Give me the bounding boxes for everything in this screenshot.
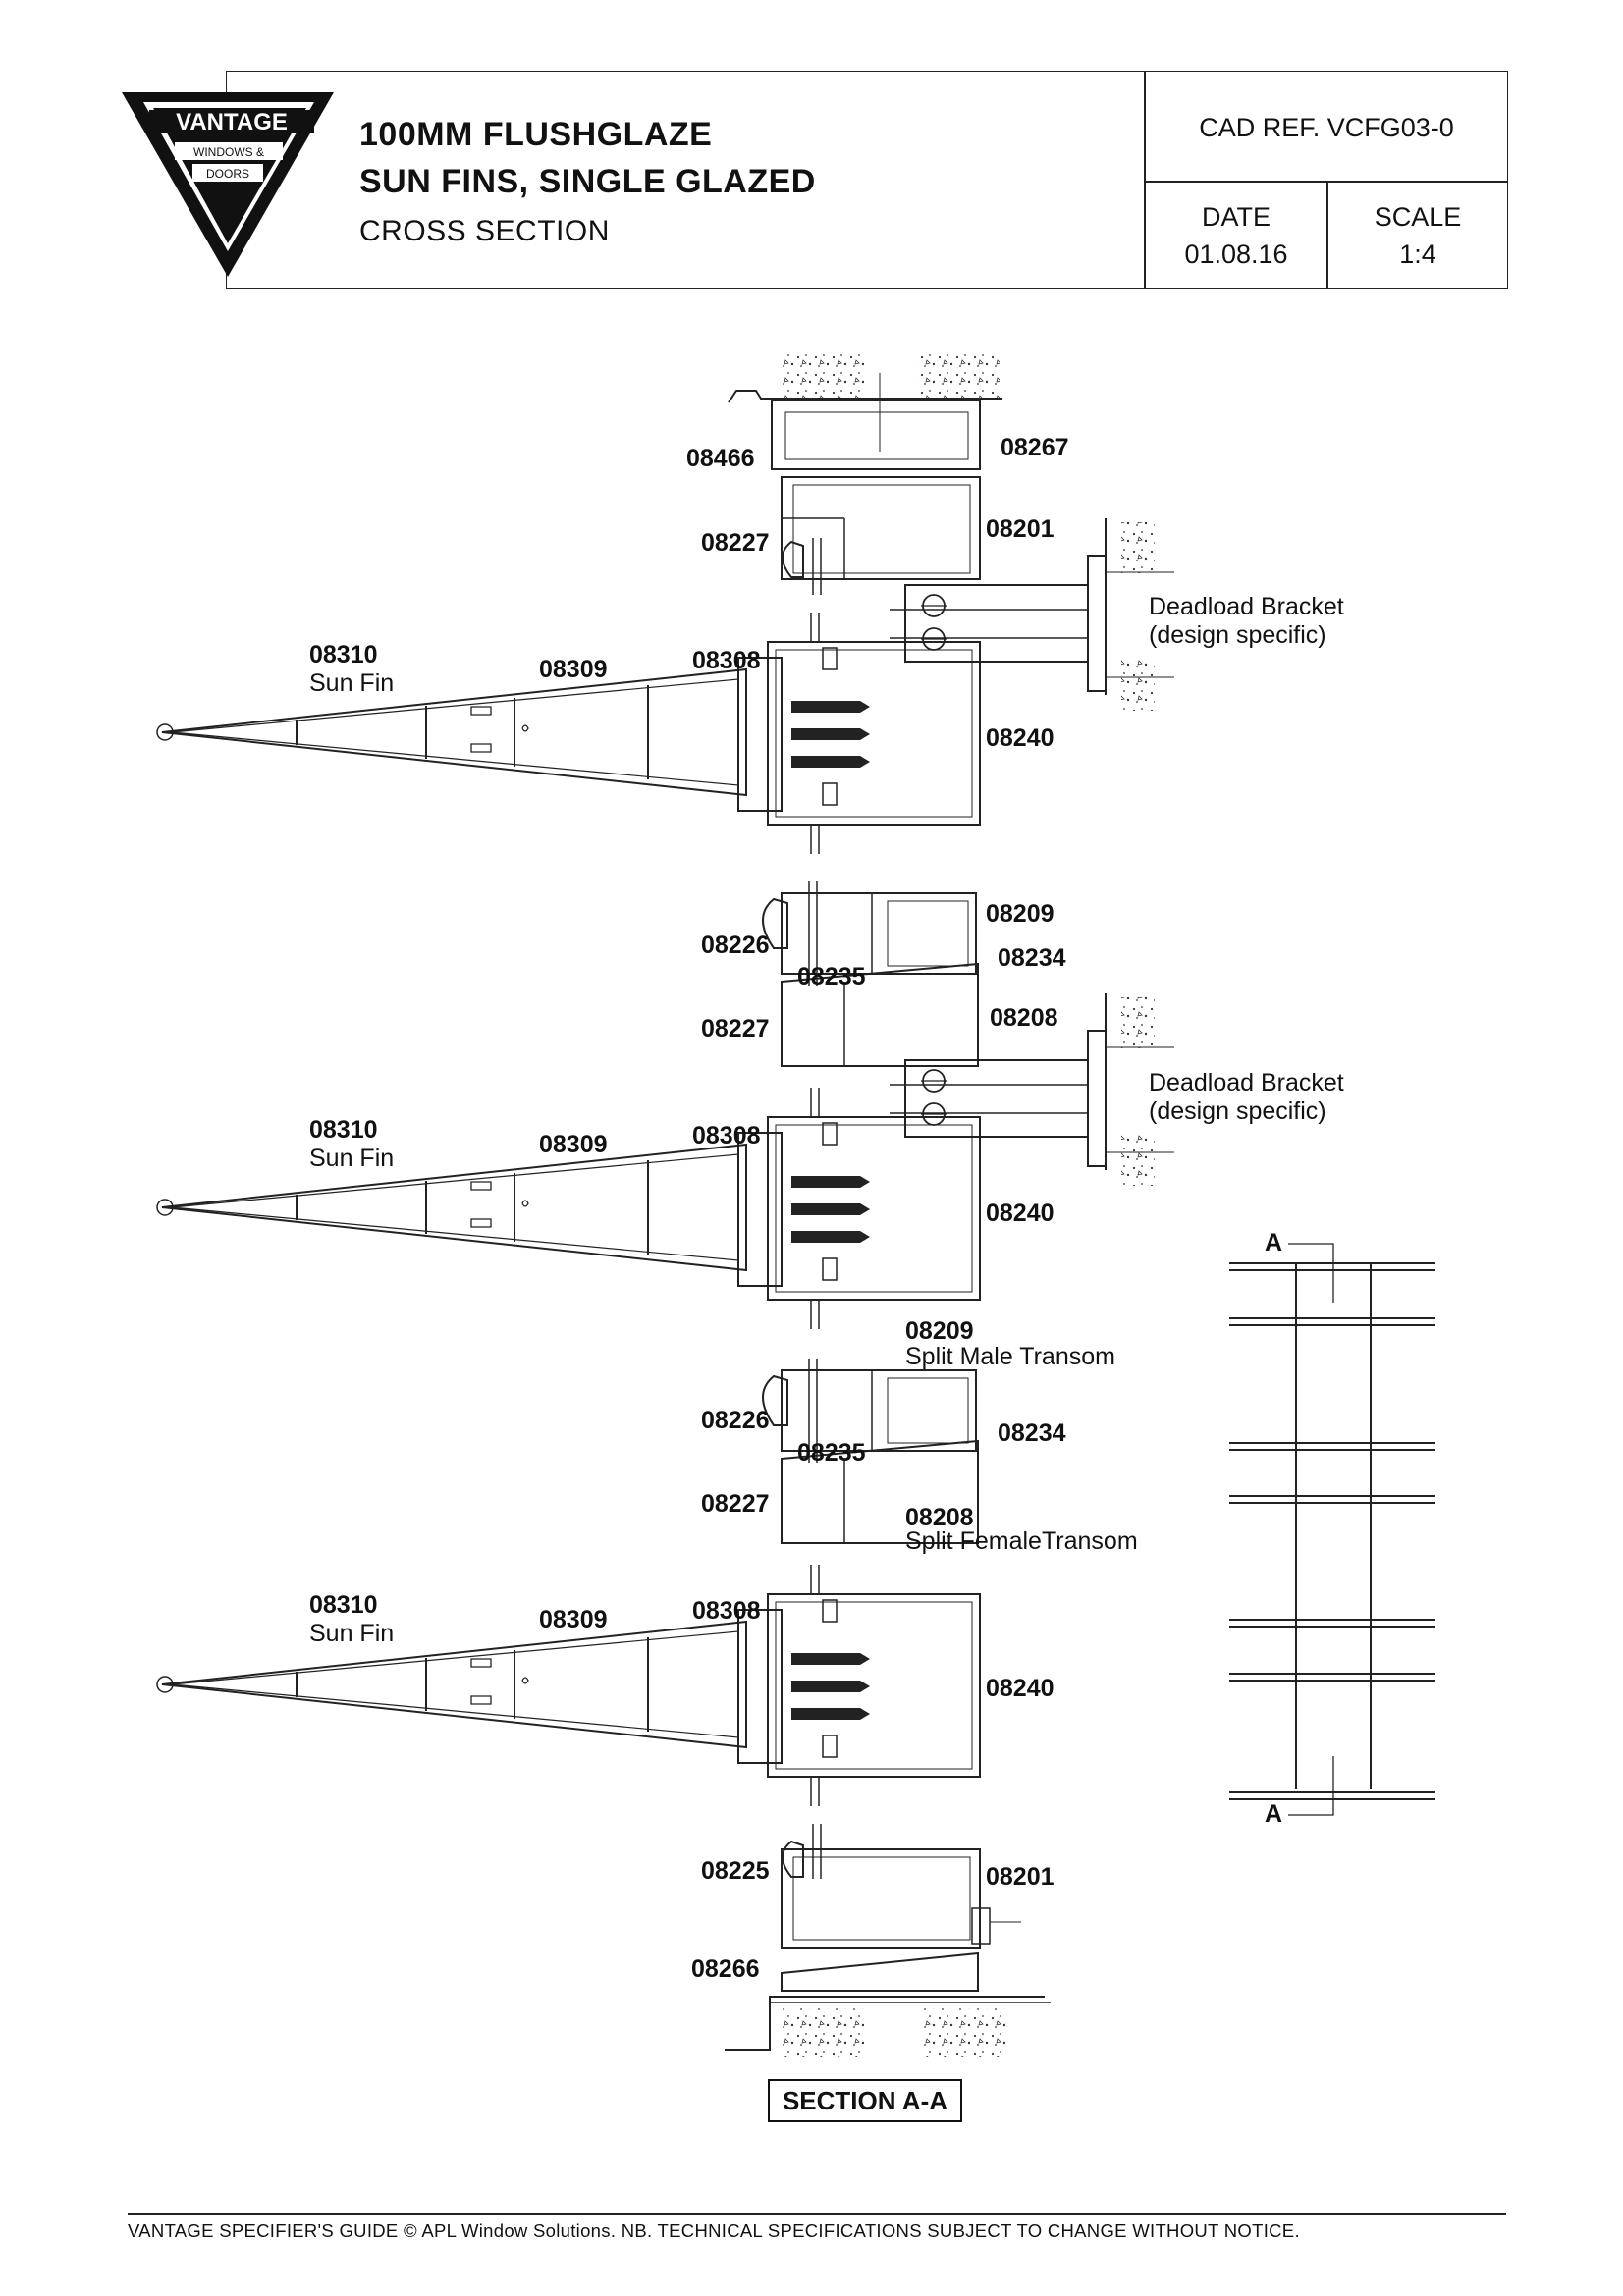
label-08209-1: 08209 <box>986 900 1055 928</box>
section-marker-top: A <box>1265 1229 1283 1256</box>
label-08226-1: 08226 <box>701 932 770 959</box>
deadload-bracket-1 <box>889 517 1175 712</box>
label-08310-1: 08310 <box>309 641 378 668</box>
label-sun-fin-3: Sun Fin <box>309 1620 395 1647</box>
label-08267: 08267 <box>1001 434 1069 461</box>
label-08308-1: 08308 <box>692 647 761 674</box>
label-08209-2: 08209 <box>905 1317 974 1345</box>
label-08227-3: 08227 <box>701 1490 770 1518</box>
split-transom-2 <box>762 1358 979 1544</box>
label-08309-3: 08309 <box>539 1606 608 1633</box>
logo-brand-text: VANTAGE <box>176 109 288 135</box>
bracket-2-note-2: (design specific) <box>1149 1097 1326 1125</box>
label-08235-2: 08235 <box>797 1439 866 1467</box>
sun-fin-assembly-1 <box>156 612 981 855</box>
title-line-2: SUN FINS, SINGLE GLAZED <box>359 163 816 200</box>
label-08240-2: 08240 <box>986 1200 1055 1227</box>
label-08201-2: 08201 <box>986 1863 1055 1891</box>
section-title: SECTION A-A <box>768 2079 962 2122</box>
cad-ref: CAD REF. VCFG03-0 <box>1199 113 1454 142</box>
label-08309-1: 08309 <box>539 656 608 683</box>
label-08240-1: 08240 <box>986 724 1055 752</box>
title-line-3: CROSS SECTION <box>359 215 610 247</box>
label-08234-2: 08234 <box>998 1419 1066 1447</box>
label-08227-1: 08227 <box>701 529 770 557</box>
label-08234-1: 08234 <box>998 944 1066 972</box>
label-sun-fin-1: Sun Fin <box>309 669 395 697</box>
label-08309-2: 08309 <box>539 1131 608 1158</box>
label-08466: 08466 <box>686 445 755 472</box>
label-08201-1: 08201 <box>986 515 1055 543</box>
footer-rule <box>128 2213 1506 2215</box>
scale-label: SCALE <box>1374 202 1462 232</box>
label-split-male-transom: Split Male Transom <box>905 1343 1115 1370</box>
label-08235-1: 08235 <box>797 963 866 990</box>
footer-note: VANTAGE SPECIFIER'S GUIDE © APL Window S… <box>128 2220 1300 2241</box>
bracket-1-note-1: Deadload Bracket <box>1149 593 1344 620</box>
label-08308-3: 08308 <box>692 1597 761 1625</box>
sun-fin-assembly-3 <box>156 1564 981 1807</box>
label-sun-fin-2: Sun Fin <box>309 1145 395 1172</box>
section-key <box>1229 1243 1435 1816</box>
split-transom-1 <box>762 881 979 1067</box>
bracket-2-note-1: Deadload Bracket <box>1149 1069 1344 1096</box>
logo-line-3: DOORS <box>206 167 249 181</box>
sun-fin-assembly-2 <box>156 1087 981 1330</box>
date-label: DATE <box>1201 202 1271 232</box>
label-08208-2: 08208 <box>905 1504 974 1531</box>
label-08266: 08266 <box>691 1955 760 1983</box>
title-line-1: 100MM FLUSHGLAZE <box>359 116 713 153</box>
label-08225: 08225 <box>701 1857 770 1885</box>
section-marker-bottom: A <box>1265 1800 1283 1828</box>
sill-detail <box>725 1824 1051 2057</box>
label-08227-2: 08227 <box>701 1015 770 1042</box>
label-08308-2: 08308 <box>692 1122 761 1149</box>
label-08226-2: 08226 <box>701 1407 770 1434</box>
label-08240-3: 08240 <box>986 1675 1055 1702</box>
label-split-female-transom: Split FemaleTransom <box>905 1527 1138 1555</box>
date-value: 01.08.16 <box>1184 240 1288 269</box>
logo-line-2: WINDOWS & <box>193 145 264 159</box>
vantage-logo <box>122 92 334 277</box>
scale-value: 1:4 <box>1399 240 1436 269</box>
label-08208-1: 08208 <box>990 1004 1058 1032</box>
bracket-1-note-2: (design specific) <box>1149 621 1326 649</box>
head-detail <box>728 349 1002 595</box>
label-08310-3: 08310 <box>309 1591 378 1619</box>
label-08310-2: 08310 <box>309 1116 378 1144</box>
